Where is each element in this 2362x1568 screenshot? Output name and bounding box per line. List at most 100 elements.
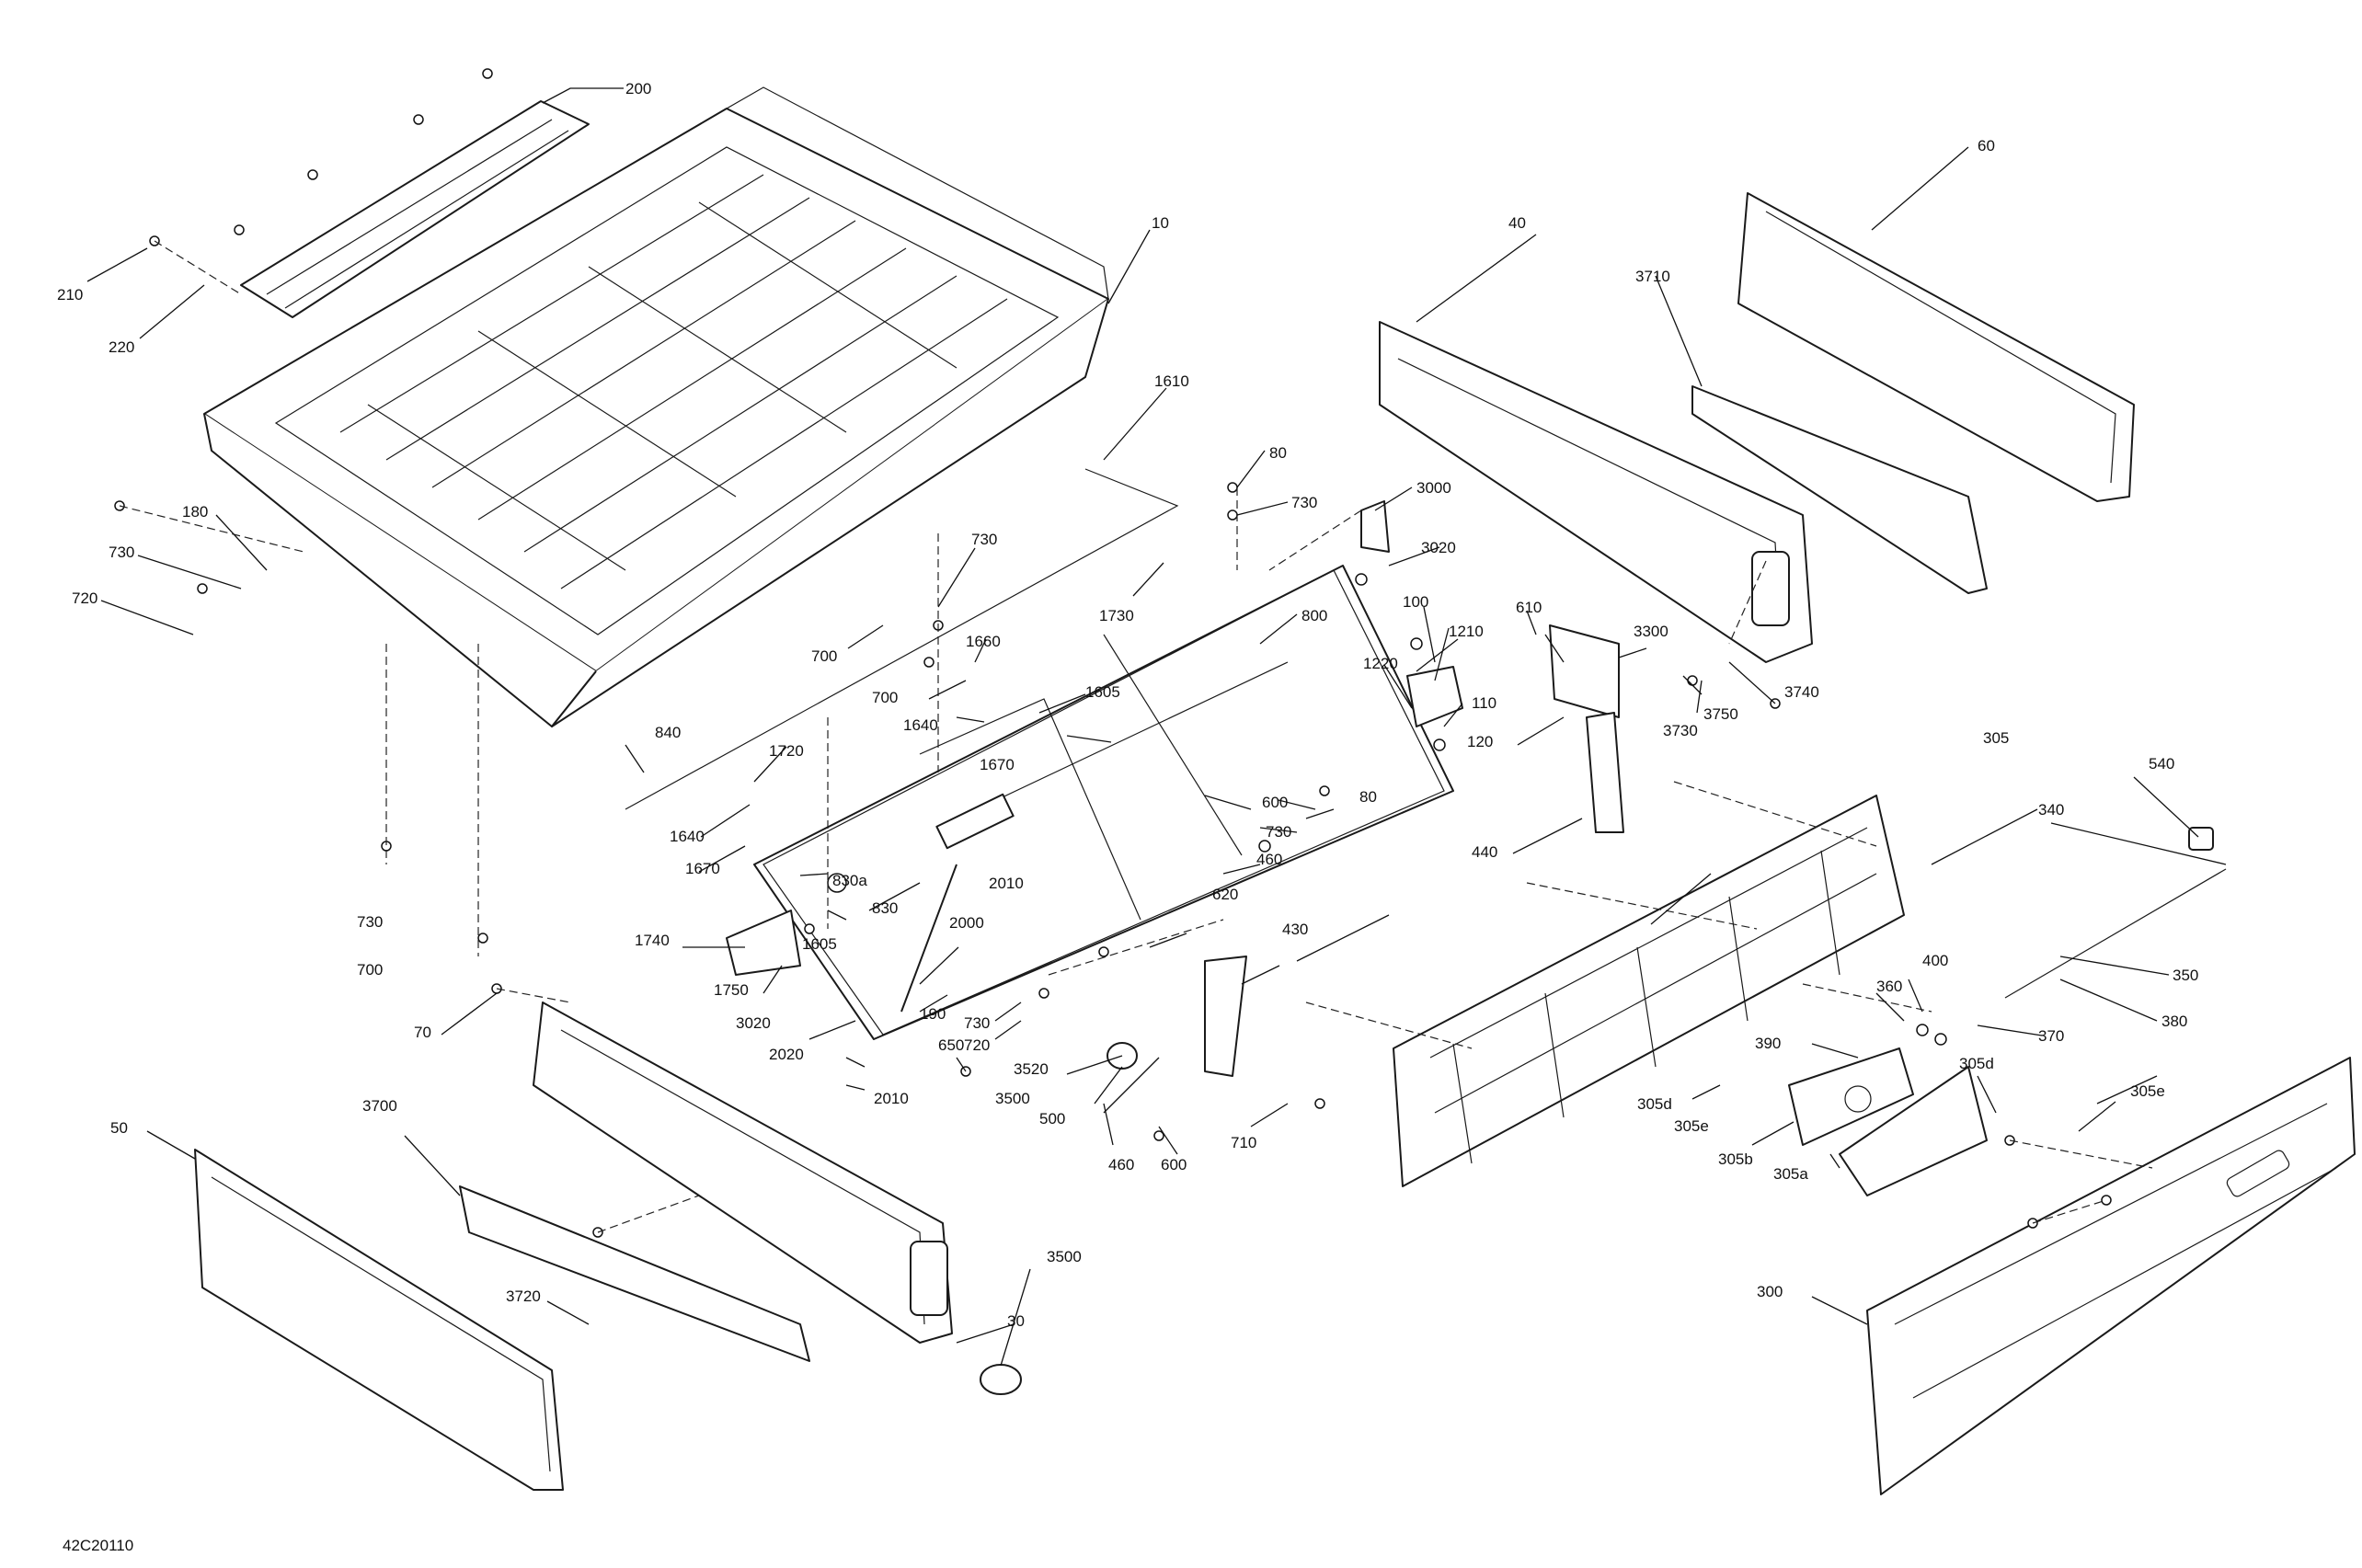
- callout-840: 840: [655, 724, 681, 741]
- bracket-3000: [1360, 500, 1390, 553]
- callout-710: 710: [1231, 1134, 1256, 1151]
- trim-3710: [1691, 385, 1988, 594]
- callout-300: 300: [1757, 1283, 1783, 1300]
- bracket-440: [1586, 712, 1624, 833]
- callout-3500-b: 3500: [1047, 1248, 1082, 1265]
- callout-3020-b: 3020: [736, 1014, 771, 1032]
- callout-460-b: 460: [1108, 1156, 1134, 1173]
- callout-400: 400: [1922, 952, 1948, 969]
- callout-200: 200: [625, 80, 651, 97]
- bracket-430: [1204, 956, 1247, 1077]
- callout-3720: 3720: [506, 1288, 541, 1305]
- callout-700-a: 700: [811, 647, 837, 665]
- tailgate-panel-300: [1866, 1057, 2356, 1495]
- callout-830a: 830a: [832, 872, 867, 889]
- callout-10: 10: [1152, 214, 1169, 232]
- cargo-box: [203, 86, 1109, 727]
- bracket-305a: [1839, 1066, 1988, 1196]
- side-panel-40: [1379, 321, 1813, 663]
- side-cover-50: [194, 1149, 564, 1491]
- callout-340: 340: [2038, 801, 2064, 818]
- callout-2010-b: 2010: [874, 1090, 909, 1107]
- callout-80-b: 80: [1359, 788, 1377, 806]
- callout-720-b: 720: [964, 1036, 990, 1054]
- callout-1750: 1750: [714, 981, 749, 999]
- callout-620: 620: [1212, 886, 1238, 903]
- callout-500: 500: [1039, 1110, 1065, 1127]
- callout-460-a: 460: [1256, 851, 1282, 868]
- callout-700-b: 700: [872, 689, 898, 706]
- plug-3500: [980, 1364, 1022, 1395]
- callout-60: 60: [1978, 137, 1995, 155]
- callout-730-c: 730: [1291, 494, 1317, 511]
- callout-600-a: 600: [1262, 794, 1288, 811]
- callout-305b: 305b: [1718, 1150, 1753, 1168]
- callout-730-b: 730: [971, 531, 997, 548]
- callout-190: 190: [920, 1005, 946, 1023]
- rod-1610: [625, 468, 1179, 810]
- callout-3710: 3710: [1635, 268, 1670, 285]
- callout-540: 540: [2149, 755, 2174, 773]
- trim-3700: [459, 1185, 810, 1362]
- callout-305e-b: 305e: [1674, 1117, 1709, 1135]
- callout-730-a: 730: [109, 544, 134, 561]
- callout-1605-a: 1605: [1085, 683, 1120, 701]
- callout-610: 610: [1516, 599, 1542, 616]
- callout-440: 440: [1472, 843, 1497, 861]
- callout-180: 180: [182, 503, 208, 521]
- assembly-lines: [119, 240, 2153, 1233]
- callout-120: 120: [1467, 733, 1493, 750]
- callout-80-a: 80: [1269, 444, 1287, 462]
- bracket-3300: [1549, 624, 1620, 718]
- callout-3000: 3000: [1416, 479, 1451, 497]
- callout-220: 220: [109, 338, 134, 356]
- support-frame: [753, 565, 1454, 1040]
- leader-lines: [86, 87, 2227, 1367]
- callout-600-b: 600: [1161, 1156, 1187, 1173]
- callout-2020: 2020: [769, 1046, 804, 1063]
- diagram-id: 42C20110: [63, 1537, 133, 1554]
- callout-50: 50: [110, 1119, 128, 1137]
- bracket-1740: [726, 910, 801, 976]
- callout-100: 100: [1403, 593, 1428, 611]
- callout-730-f: 730: [357, 913, 383, 931]
- callout-370: 370: [2038, 1027, 2064, 1045]
- callout-650: 650: [938, 1036, 964, 1054]
- gas-strut-2000: [900, 864, 957, 1013]
- callout-800: 800: [1301, 607, 1327, 624]
- callout-1670-b: 1670: [685, 860, 720, 877]
- callout-305d-a: 305d: [1959, 1055, 1994, 1072]
- callout-390: 390: [1755, 1035, 1781, 1052]
- callout-40: 40: [1508, 214, 1526, 232]
- callout-210: 210: [57, 286, 83, 303]
- callout-700-c: 700: [357, 961, 383, 979]
- callout-1730: 1730: [1099, 607, 1134, 624]
- callout-3020-a: 3020: [1421, 539, 1456, 556]
- callout-110: 110: [1472, 694, 1496, 712]
- callout-730-e: 730: [964, 1014, 990, 1032]
- callout-labels: 200 210 220 10 1610 180 730 720 730 80 7…: [57, 80, 2198, 1554]
- callout-1640-b: 1640: [670, 828, 705, 845]
- side-cover-60: [1737, 192, 2135, 502]
- callout-305d-b: 305d: [1637, 1095, 1672, 1113]
- callout-1210: 1210: [1449, 623, 1484, 640]
- cable-340: [2004, 868, 2227, 999]
- handle-390: [1788, 1047, 1914, 1146]
- callout-3520: 3520: [1014, 1060, 1049, 1078]
- callout-1660: 1660: [966, 633, 1001, 650]
- callout-360: 360: [1876, 978, 1902, 995]
- callout-3740: 3740: [1784, 683, 1819, 701]
- callout-430: 430: [1282, 921, 1308, 938]
- callout-720-a: 720: [72, 589, 97, 607]
- callout-305: 305: [1983, 729, 2009, 747]
- callout-70: 70: [414, 1024, 431, 1041]
- side-panel-30: [533, 1001, 953, 1344]
- callout-350: 350: [2173, 967, 2198, 984]
- callout-1740: 1740: [635, 932, 670, 949]
- callout-2010-a: 2010: [989, 875, 1024, 892]
- hinge-1210: [1406, 666, 1463, 727]
- callout-830: 830: [872, 899, 898, 917]
- callout-305a: 305a: [1773, 1165, 1808, 1183]
- callout-1670-a: 1670: [980, 756, 1015, 773]
